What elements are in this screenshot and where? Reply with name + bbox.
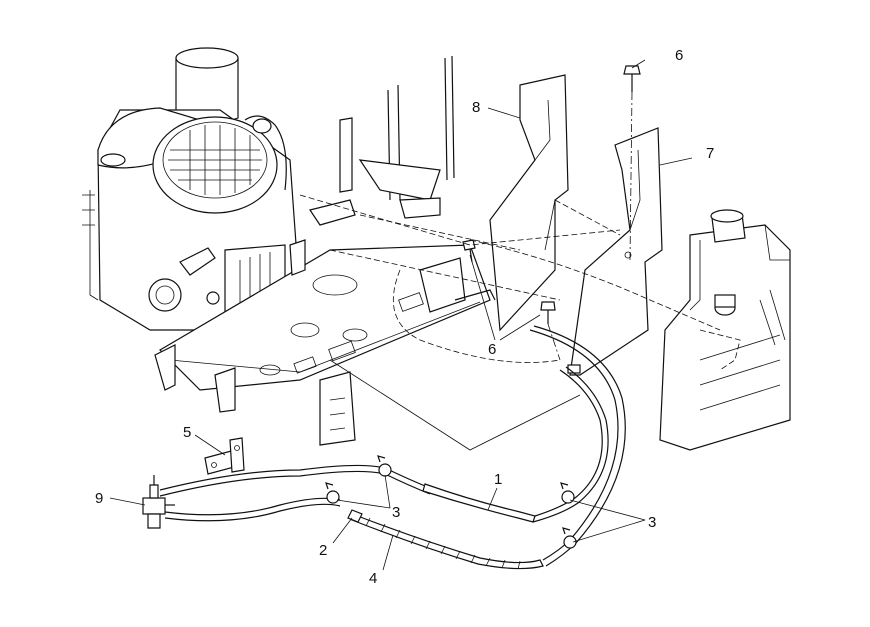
filter-bracket bbox=[204, 437, 245, 475]
assembly-guide-lines bbox=[299, 194, 721, 451]
fuel-tank bbox=[659, 209, 791, 451]
callout-7: 7 bbox=[706, 145, 714, 162]
callout-5: 5 bbox=[183, 424, 191, 441]
bolt-top bbox=[623, 65, 641, 261]
bolt-center bbox=[540, 301, 561, 361]
callout-6-middle: 6 bbox=[488, 341, 496, 358]
shield-plate-8 bbox=[489, 74, 569, 332]
callout-8: 8 bbox=[472, 99, 480, 116]
callout-3-center: 3 bbox=[392, 504, 400, 521]
callout-3-right: 3 bbox=[648, 514, 656, 531]
callout-6-top: 6 bbox=[675, 47, 683, 64]
callout-2: 2 bbox=[319, 542, 327, 559]
callout-9: 9 bbox=[95, 490, 103, 507]
hose-clamp-lower bbox=[325, 482, 340, 504]
callout-1: 1 bbox=[494, 471, 502, 488]
callout-4: 4 bbox=[369, 570, 377, 587]
hose-clamp-right-upper bbox=[560, 482, 575, 504]
fuel-filter bbox=[142, 475, 175, 529]
engine bbox=[82, 47, 301, 346]
fuel-hose-1 bbox=[159, 366, 609, 523]
fuel-hose-4 bbox=[164, 325, 626, 570]
leader-lines bbox=[109, 59, 693, 571]
hose-clamp-right-lower bbox=[562, 527, 577, 549]
hose-clamp-upper bbox=[377, 455, 392, 477]
shield-plate-7 bbox=[567, 127, 663, 376]
frame-plate bbox=[154, 55, 496, 446]
